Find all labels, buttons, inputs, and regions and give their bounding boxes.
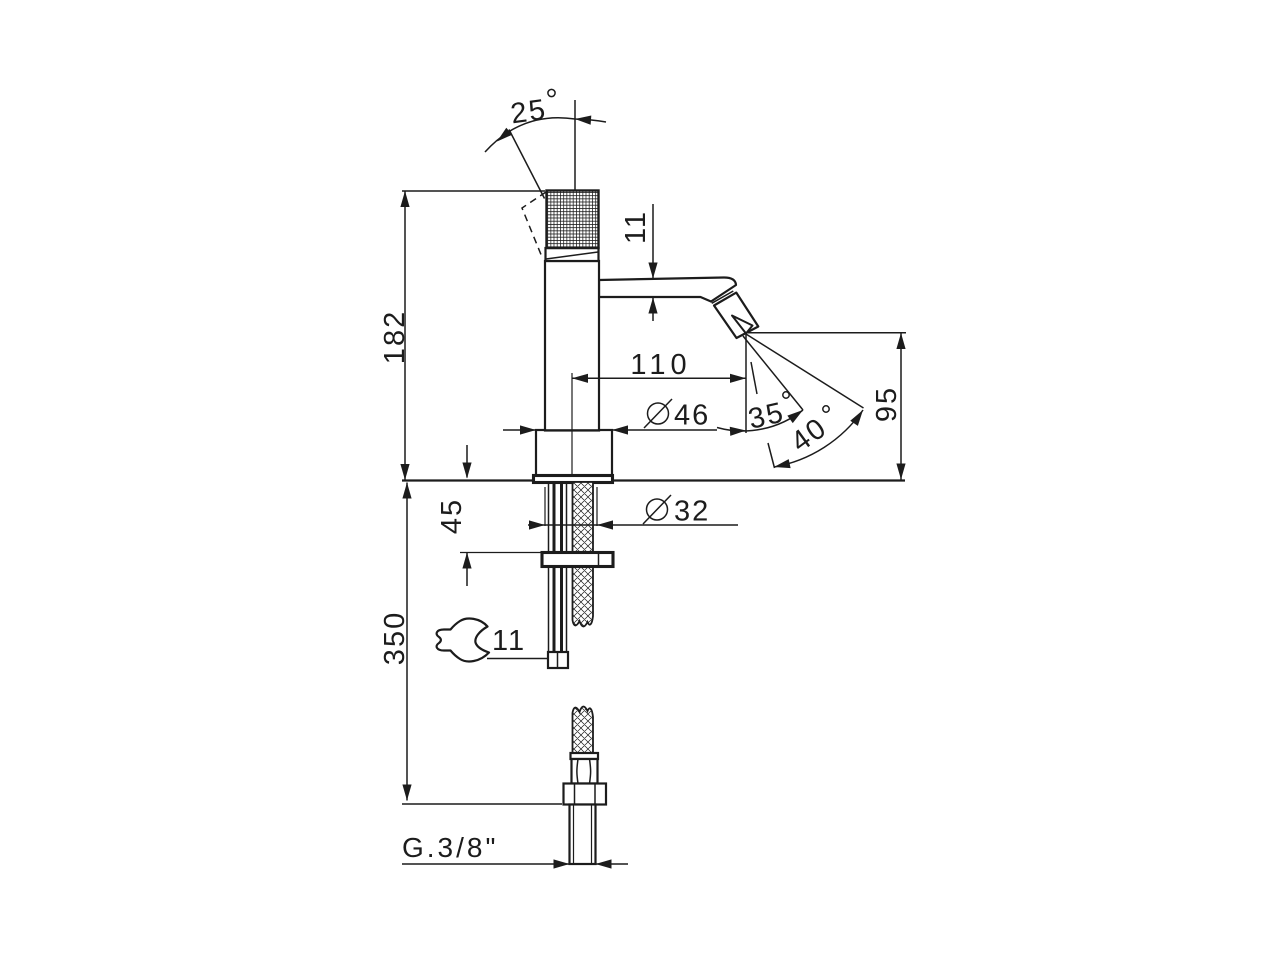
dim-hole-diameter: 32 <box>528 487 738 530</box>
dim-handle-tilt: 25 <box>484 88 607 199</box>
dim-label-wrench-size: 11 <box>492 625 526 657</box>
degree-mark <box>547 88 556 98</box>
dim-label-hole-diameter: 32 <box>674 496 710 528</box>
wrench-icon <box>435 617 491 663</box>
supply-hose-lower <box>571 705 594 755</box>
spout <box>597 276 738 303</box>
dim-hose-length: 350 <box>379 482 562 805</box>
mounting-washer <box>540 550 615 569</box>
faucet-figure <box>402 189 905 866</box>
dimensions: 25 182 11 110 <box>379 88 906 869</box>
dim-label-handle-tilt: 25 <box>509 94 549 131</box>
base-cylinder <box>534 428 614 478</box>
dim-label-deck-thickness: 45 <box>436 498 468 534</box>
diameter-mark-slash <box>643 398 673 429</box>
dim-label-thread: G.3/8" <box>402 832 498 863</box>
dim-spout-reach: 110 <box>571 349 746 476</box>
dim-spray-projection: 95 <box>748 331 906 480</box>
hose-end-pipe-inner <box>572 804 593 864</box>
tilted-handle-dashed-outline <box>521 191 547 258</box>
dim-body-height: 182 <box>379 190 545 480</box>
nozzle-joint-line <box>711 290 734 304</box>
dim-label-spout-reach: 110 <box>630 349 691 381</box>
degree-mark <box>822 405 830 413</box>
degree-mark <box>782 391 790 399</box>
hose-hex-nut-facets <box>573 783 596 805</box>
dim-base-diameter: 46 <box>503 398 717 435</box>
dim-label-spout-thickness: 11 <box>620 210 652 244</box>
hose-hex-nut <box>562 782 608 806</box>
hose-crimp-ribs <box>576 758 592 784</box>
dim-thread: G.3/8" <box>402 832 628 869</box>
diameter-mark <box>645 498 669 521</box>
aerator-nozzle <box>712 291 760 340</box>
dim-label-body-height: 182 <box>379 310 411 364</box>
diameter-mark-slash <box>642 494 672 525</box>
dim-label-base-diameter: 46 <box>674 400 710 432</box>
dim-label-spray-angle: 35 <box>745 396 788 435</box>
dim-label-spray-projection: 95 <box>871 386 903 422</box>
collar-seam <box>545 251 599 260</box>
handle-collar <box>544 246 600 263</box>
dim-spray-angles: 35 40 <box>716 333 867 472</box>
flow-arrow-icon <box>731 314 754 335</box>
diameter-mark <box>646 402 670 425</box>
handle-knob <box>545 189 600 250</box>
dim-deck-thickness: 45 <box>436 445 542 586</box>
dim-spout-thickness: 11 <box>620 204 658 321</box>
dim-label-hose-length: 350 <box>379 611 411 665</box>
hose-crimp-collar <box>570 757 599 785</box>
